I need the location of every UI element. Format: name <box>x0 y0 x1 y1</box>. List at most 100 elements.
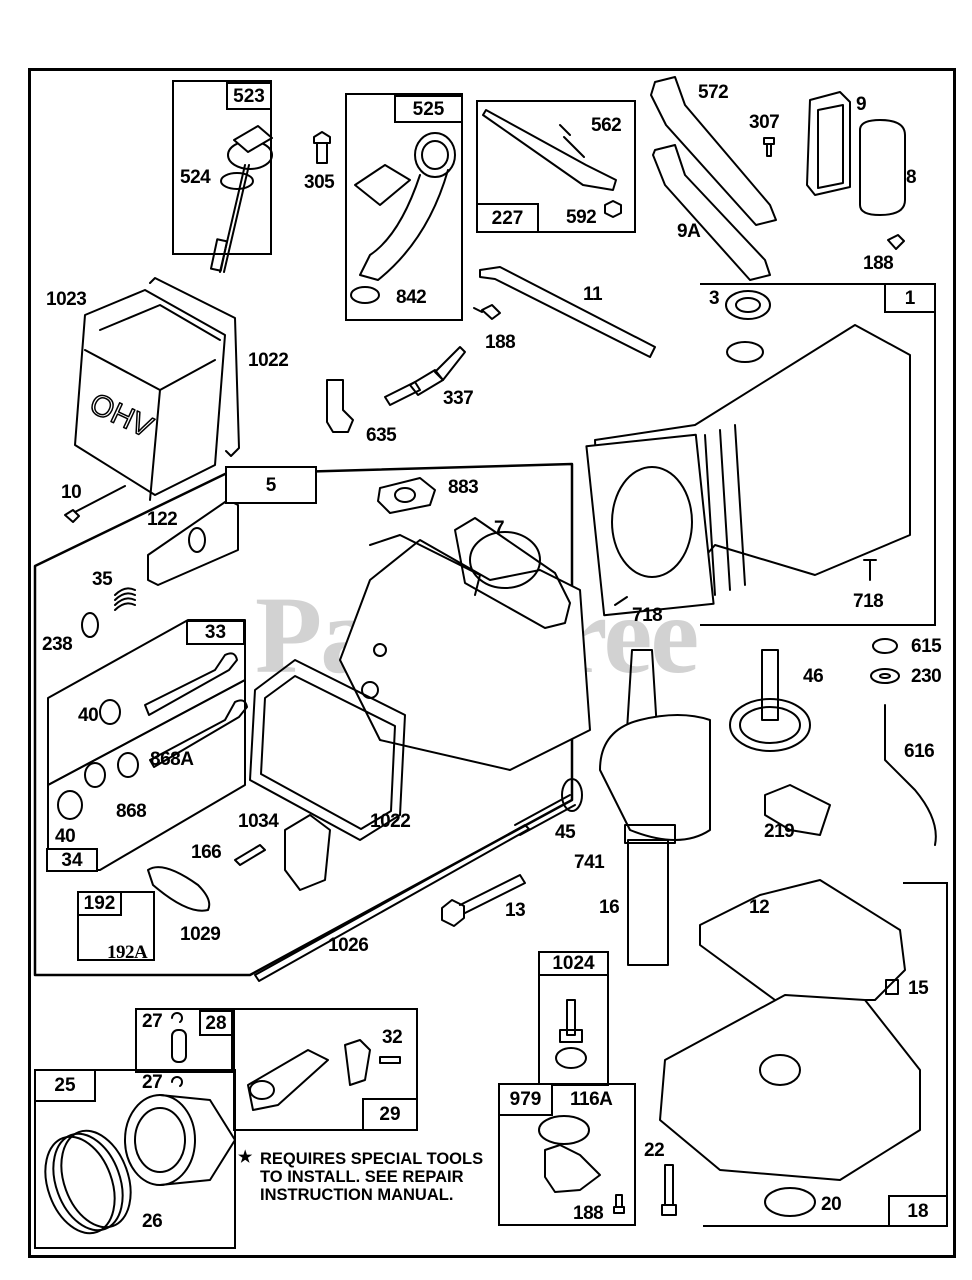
seal-615-illustration <box>872 638 898 654</box>
part-12: 12 <box>749 897 770 918</box>
part-572: 572 <box>698 82 729 103</box>
part-1022-head: 1022 <box>370 811 411 832</box>
part-15: 15 <box>908 978 929 999</box>
seal-40-illustration <box>99 699 121 725</box>
note-line-3: INSTRUCTION MANUAL. <box>260 1186 454 1204</box>
breather-tube-illustration <box>479 266 656 358</box>
part-40-lower: 40 <box>55 826 76 847</box>
part-116A: 116A <box>570 1089 613 1110</box>
plate-1034-illustration <box>284 814 331 891</box>
part-1029: 1029 <box>180 924 221 945</box>
diagram-frame <box>28 68 956 1258</box>
part-307: 307 <box>749 112 780 133</box>
part-592: 592 <box>566 207 597 228</box>
kit-523-tag: 523 <box>226 82 272 110</box>
part-868: 868 <box>116 801 147 822</box>
kit-18-tag: 18 <box>888 1195 948 1227</box>
part-718-left: 718 <box>632 605 663 626</box>
star-icon: ★ <box>238 1149 253 1166</box>
valve-cover-illustration: OHV <box>74 277 240 501</box>
elbow-635-illustration <box>326 379 354 433</box>
part-1026: 1026 <box>328 935 369 956</box>
kit-979-tag: 979 <box>498 1083 553 1116</box>
gasket-12-illustration <box>699 879 906 1001</box>
part-741: 741 <box>574 852 605 873</box>
oil-pump-shaft-illustration <box>559 999 583 1043</box>
bolt-188-illustration <box>473 304 501 320</box>
washer-230-illustration <box>870 668 900 684</box>
cylinder-block-illustration <box>585 290 911 617</box>
part-27-pin: 27 <box>142 1011 163 1032</box>
crankshaft-illustration <box>599 649 711 966</box>
part-616: 616 <box>904 741 935 762</box>
kit-1-box <box>700 283 936 626</box>
part-45: 45 <box>555 822 576 843</box>
stud-166-illustration <box>234 844 266 866</box>
part-615: 615 <box>911 636 942 657</box>
camshaft-gear-illustration <box>729 649 811 752</box>
seal-20-illustration <box>764 1187 816 1217</box>
kit-33-outline <box>47 619 246 786</box>
part-219: 219 <box>764 821 795 842</box>
part-27-piston: 27 <box>142 1072 163 1093</box>
kit-227-box <box>476 100 636 233</box>
part-40-upper: 40 <box>78 705 99 726</box>
part-188-mid: 188 <box>485 332 516 353</box>
note-line-1: REQUIRES SPECIAL TOOLS <box>260 1150 484 1168</box>
part-188-top: 188 <box>863 253 894 274</box>
oring-116A-illustration <box>538 1115 590 1145</box>
part-188-pump: 188 <box>573 1203 604 1224</box>
kit-33-tag: 33 <box>186 620 245 645</box>
part-26: 26 <box>142 1211 163 1232</box>
note-line-2: TO INSTALL. SEE REPAIR <box>260 1168 464 1186</box>
part-562: 562 <box>591 115 622 136</box>
sump-illustration <box>659 994 921 1217</box>
kit-18-topline <box>903 882 948 884</box>
clip-27a-illustration <box>171 1012 183 1023</box>
bolt-305-illustration <box>313 131 331 164</box>
part-337: 337 <box>443 388 474 409</box>
oil-pump-rotor-illustration <box>555 1047 587 1069</box>
kit-18-box <box>703 882 948 1227</box>
part-46: 46 <box>803 666 824 687</box>
part-13: 13 <box>505 900 526 921</box>
part-20: 20 <box>821 1194 842 1215</box>
kit-1-tag: 1 <box>884 283 936 313</box>
part-16: 16 <box>599 897 620 918</box>
retainer-868-illustration <box>84 762 106 788</box>
part-524: 524 <box>180 167 211 188</box>
part-8: 8 <box>906 167 917 188</box>
piston-rings-illustration <box>44 1129 132 1235</box>
insulator-hole <box>188 527 206 553</box>
pin-45-illustration <box>514 778 583 836</box>
throttle-lever-illustration <box>482 109 622 218</box>
part-9A: 9A <box>677 221 701 242</box>
kit-525-box <box>345 93 463 321</box>
connecting-rod-illustration <box>247 1039 401 1111</box>
screw-307-illustration <box>763 137 775 157</box>
part-1034: 1034 <box>238 811 279 832</box>
kit-25-box <box>34 1069 236 1249</box>
clip-27b-illustration <box>171 1076 183 1087</box>
kit-1024-tag: 1024 <box>538 951 609 976</box>
kit-227-tag: 227 <box>476 203 539 233</box>
piston-pin-illustration <box>171 1029 187 1063</box>
kit-525-tag: 525 <box>394 95 463 123</box>
governor-219-illustration <box>764 784 831 836</box>
kit-28-tag: 28 <box>199 1010 233 1036</box>
cap-238-illustration <box>81 612 99 638</box>
breather-cover-illustration <box>806 91 906 250</box>
cylinder-head-illustration <box>249 534 591 841</box>
oil-fill-tube-illustration <box>350 132 456 304</box>
part-32: 32 <box>382 1027 403 1048</box>
part-1022-cover: 1022 <box>248 350 289 371</box>
part-166: 166 <box>191 842 222 863</box>
part-842: 842 <box>396 287 427 308</box>
part-35: 35 <box>92 569 113 590</box>
part-122: 122 <box>147 509 178 530</box>
pump-cover-illustration <box>544 1144 601 1193</box>
kit-523-box <box>172 80 272 255</box>
kit-192-tag: 192 <box>77 891 122 916</box>
part-1023: 1023 <box>46 289 87 310</box>
